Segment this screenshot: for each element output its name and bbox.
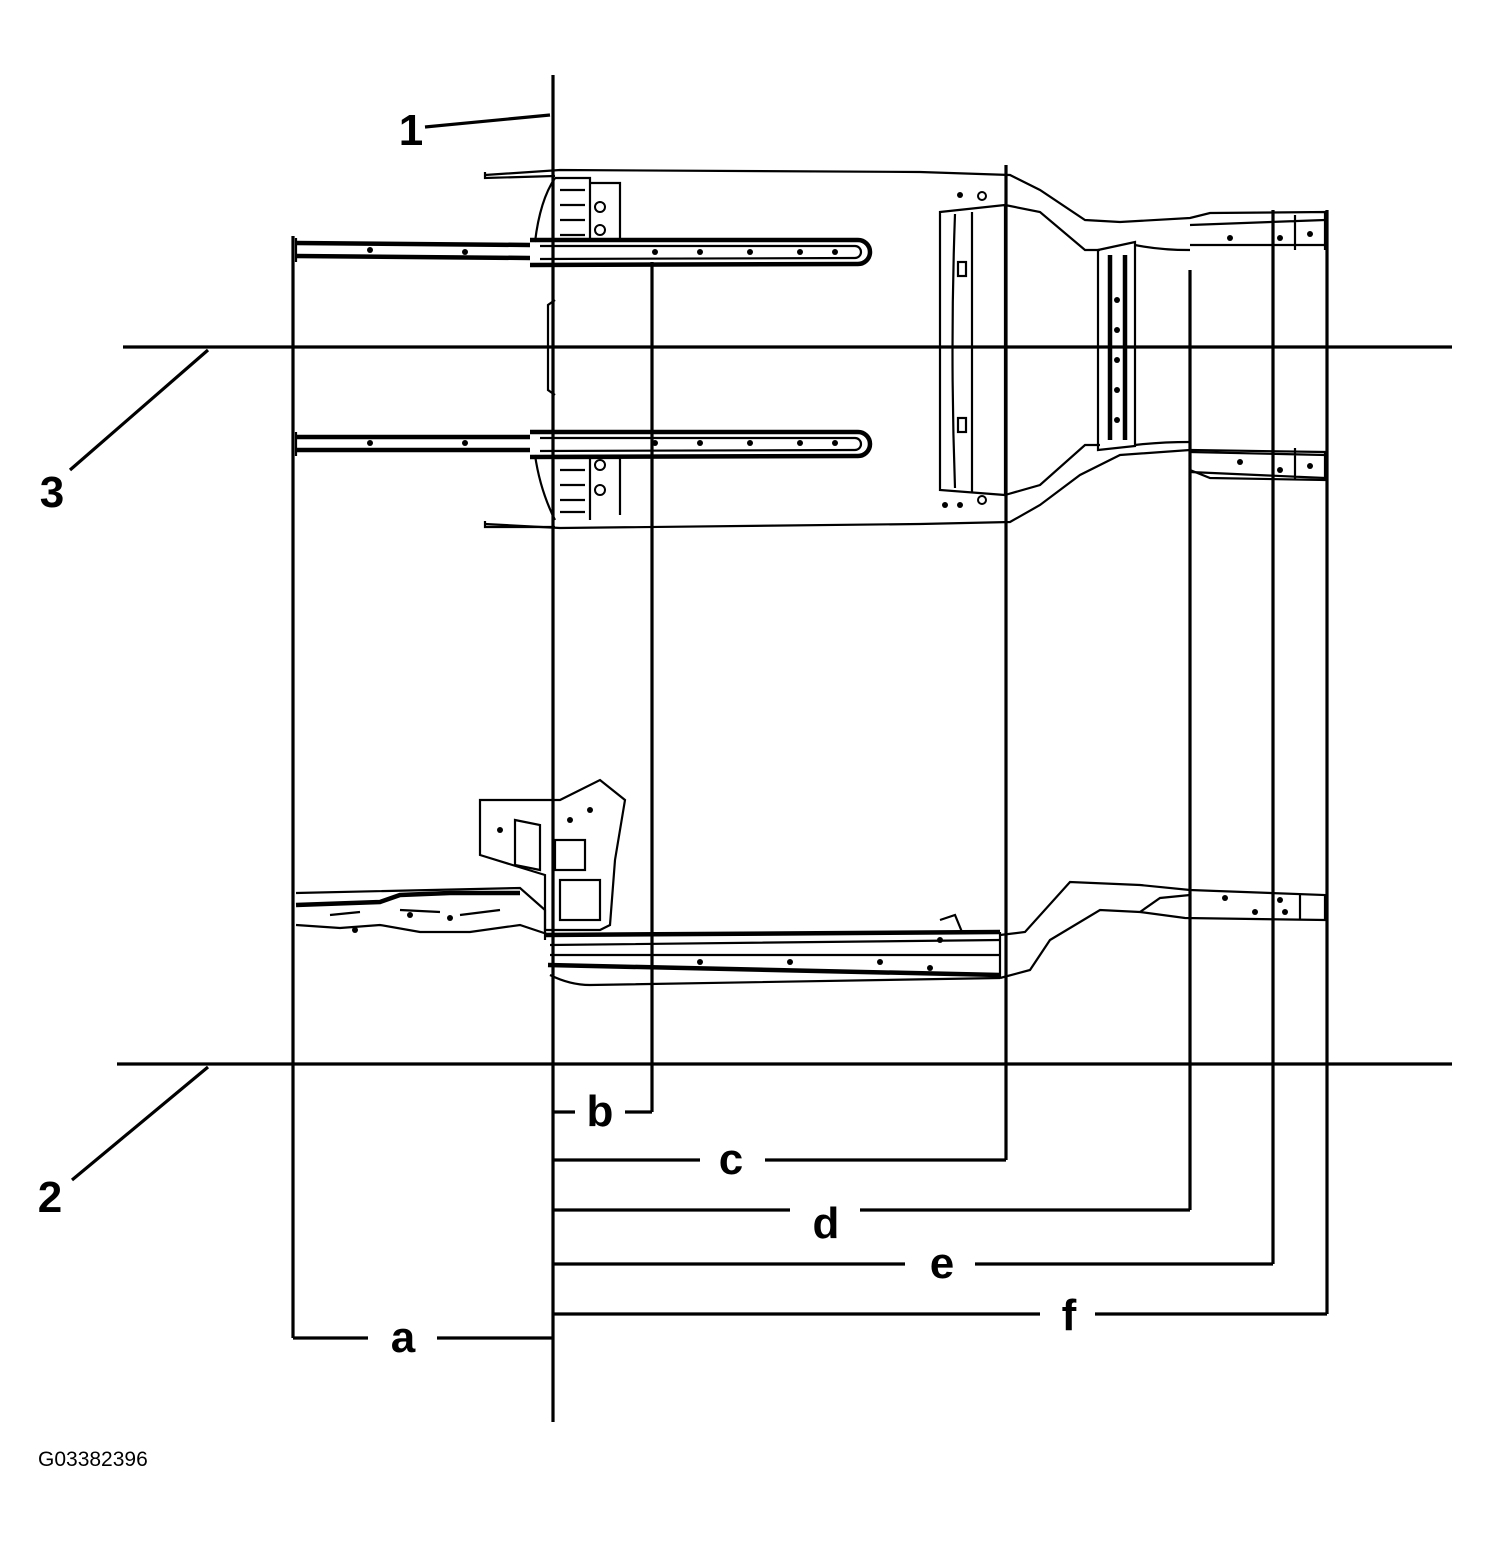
top-view-frame [294, 168, 1327, 530]
datum-1-label: 1 [399, 106, 423, 155]
dimension-lines [291, 165, 1329, 1340]
datum-2-label: 2 [38, 1173, 62, 1222]
dimension-a-label: a [391, 1313, 416, 1362]
dimension-d-label: d [813, 1199, 840, 1248]
datum-lines [68, 75, 1452, 1422]
figure-id: G03382396 [38, 1448, 148, 1471]
datum-3-label: 3 [40, 468, 64, 517]
dimension-e-label: e [930, 1239, 954, 1288]
dimension-c-label: c [719, 1135, 743, 1184]
dimension-f-label: f [1062, 1291, 1077, 1340]
side-view-frame [295, 778, 1327, 987]
dimension-b-label: b [587, 1087, 614, 1136]
